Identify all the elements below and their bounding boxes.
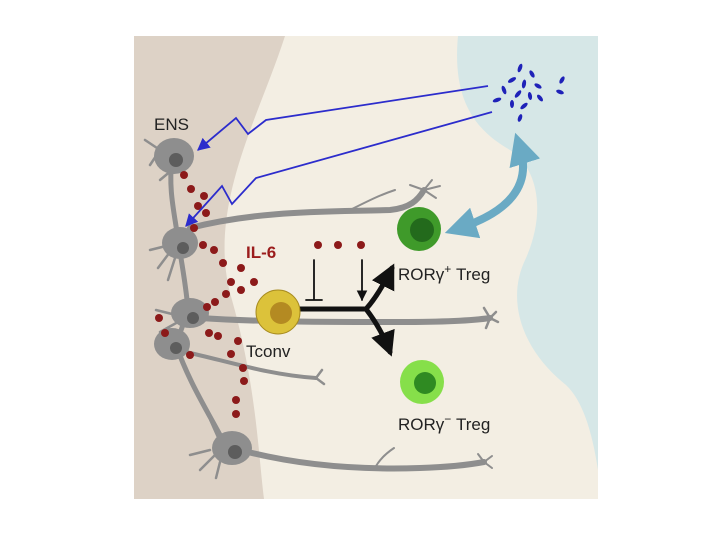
signal-arrow-to-neuron-2 — [185, 111, 493, 227]
rorg-neg-treg-cell — [400, 360, 444, 404]
tconv-label: Tconv — [246, 342, 291, 361]
differentiation-pathway — [295, 259, 395, 357]
rorg-pos-treg-label-prefix: RORγ — [398, 265, 445, 284]
neuron-nucleus — [228, 445, 242, 459]
rorg-neg-treg-label-suffix: Treg — [451, 415, 490, 434]
il6-label: IL-6 — [246, 243, 276, 262]
neuron-nucleus — [177, 242, 189, 254]
treg-nucleus — [410, 218, 434, 242]
ens-neuron-3 — [171, 298, 209, 328]
neuron-nucleus — [170, 342, 182, 354]
lumen-region — [457, 36, 598, 470]
treg-nucleus — [414, 372, 436, 394]
tconv-nucleus — [270, 302, 292, 324]
il6-molecules — [155, 171, 365, 418]
neuron-nucleus — [169, 153, 183, 167]
ens-neuron-4 — [154, 328, 190, 360]
rorg-pos-treg-cell — [397, 207, 441, 251]
treg-microbiota-interaction-arrow — [444, 132, 541, 239]
bacteria-cluster-icon — [492, 63, 565, 122]
rorg-neg-treg-label-sup: − — [444, 412, 451, 426]
ens-neuron-2 — [162, 227, 198, 259]
ens-neuron-5 — [212, 431, 252, 465]
neuron-nucleus — [187, 312, 199, 324]
rorg-pos-treg-label: RORγ+ Treg — [398, 262, 490, 284]
rorg-pos-treg-label-sup: + — [444, 262, 451, 276]
ens-label: ENS — [154, 115, 189, 134]
rorg-pos-treg-label-suffix: Treg — [451, 265, 490, 284]
signal-arrow-to-neuron-1 — [197, 85, 489, 151]
arrow-to-rorg-neg-treg — [363, 306, 395, 357]
ens-neuron-1 — [154, 138, 194, 174]
arrow-to-rorg-pos-treg — [363, 263, 395, 312]
rorg-neg-treg-label: RORγ− Treg — [398, 412, 490, 434]
rorg-neg-treg-label-prefix: RORγ — [398, 415, 445, 434]
microbiota-signals — [185, 85, 493, 227]
inhibition-arrow — [305, 259, 323, 301]
tconv-cell — [255, 289, 301, 335]
